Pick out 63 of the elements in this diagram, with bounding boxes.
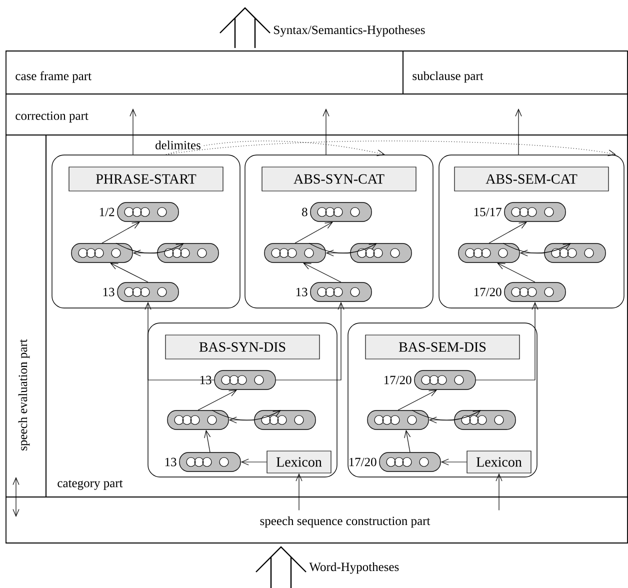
arrow: [322, 108, 330, 155]
dotted-arrow: [166, 140, 385, 156]
arrow: [502, 242, 572, 254]
arrow: [404, 430, 411, 452]
arrow: [296, 473, 302, 511]
pill-number: 17/20: [474, 288, 502, 296]
part-band: speech sequence construction part: [6, 496, 628, 544]
arrow: [488, 222, 527, 244]
lexicon-box: Lexicon: [466, 450, 532, 474]
pill-drawing: [367, 410, 429, 430]
arrow: [497, 262, 536, 282]
lexicon-box: Lexicon: [266, 450, 332, 474]
arrow: [294, 222, 333, 244]
arrow: [102, 222, 140, 244]
part-band: speech evaluation part: [6, 134, 46, 498]
pill-number: 17/20: [349, 458, 376, 466]
pill-drawing: [157, 243, 219, 263]
arrow: [212, 410, 281, 421]
pill-drawing: [458, 243, 520, 263]
dotted-arrow: [166, 140, 616, 156]
arrow: [515, 108, 522, 155]
pill-drawing: [454, 410, 516, 430]
pill-drawing: [350, 243, 412, 263]
arrow: [110, 262, 148, 282]
arrow: [398, 390, 437, 410]
arrow: [440, 458, 467, 466]
edge-label: delimites: [154, 140, 202, 150]
arrow: [496, 473, 502, 511]
arrow: [130, 108, 136, 155]
flow-label: Word-Hypotheses: [309, 562, 399, 574]
pill-drawing: [167, 410, 229, 430]
arrow: [276, 302, 344, 380]
arrow: [240, 458, 267, 466]
part-band: correction part: [6, 94, 628, 136]
pill-drawing: [544, 243, 606, 263]
pill-drawing: [264, 243, 326, 263]
part-band: case frame part: [6, 50, 404, 94]
arrow: [144, 302, 214, 380]
pill-number: 13: [103, 288, 114, 296]
arrow: [308, 242, 377, 254]
pill-number: 1/2: [100, 208, 114, 216]
pill-number: 13: [165, 458, 176, 466]
pill-number: 17/20: [384, 376, 412, 384]
arrow: [520, 250, 544, 256]
arrow: [198, 390, 237, 410]
arrow: [228, 416, 254, 424]
pill-number: 15/17: [474, 208, 502, 216]
pill-number: 8: [302, 208, 308, 216]
pill-drawing: [71, 243, 133, 263]
pill-drawing: [254, 410, 316, 430]
pill-number: 13: [296, 288, 308, 296]
arrow: [116, 242, 184, 254]
flow-label: Syntax/Semantics-Hypotheses: [274, 25, 425, 37]
double-arrow: [12, 477, 20, 517]
arrow: [326, 250, 350, 256]
pill-number: 13: [200, 376, 212, 384]
arrow: [132, 250, 158, 256]
arrow: [303, 262, 342, 282]
part-band: subclause part: [402, 50, 628, 94]
arrow: [412, 410, 481, 421]
arrow: [428, 416, 454, 424]
arrow: [476, 302, 538, 380]
arrow: [204, 430, 211, 452]
